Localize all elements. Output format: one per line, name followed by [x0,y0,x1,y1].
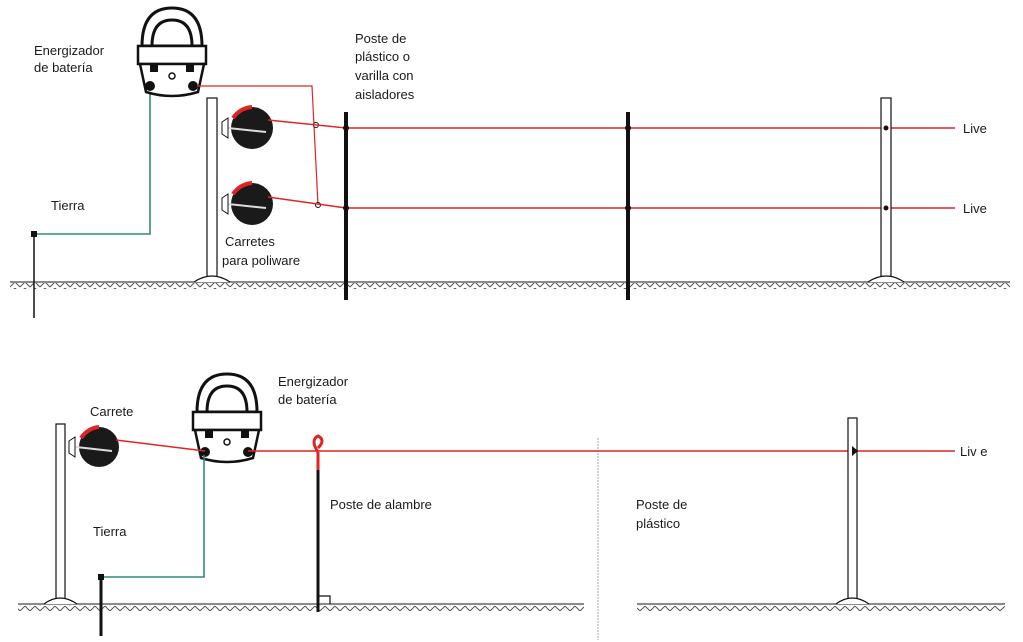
top-post-label-line2: plástico o [355,49,410,64]
bottom-plastic-post-label-line2: plástico [636,516,680,531]
top-lead-wire [197,85,319,206]
bottom-reel-label: Carrete [90,404,133,419]
bottom-wire-post-label: Poste de alambre [330,497,432,512]
bottom-energizer-label-line2: de batería [278,392,337,407]
bottom-earth-spike [98,574,104,636]
top-end-post [867,97,905,283]
top-live-wires [267,119,955,209]
bottom-earth-wire [104,455,205,578]
bottom-end-post [835,417,870,605]
bottom-ground [18,603,1005,611]
top-earth-wire [37,85,151,235]
top-diagram: Energizador de batería Poste de plástico… [10,6,1010,318]
top-energizer-icon [136,6,208,98]
top-rod-post-2 [625,112,631,300]
top-rod-post-1 [343,112,349,300]
top-post-label-line3: varilla con [355,68,414,83]
top-live-label-lower: Live [963,201,987,216]
bottom-live-wire [115,439,955,452]
bottom-reel [68,425,119,467]
bottom-energizer-label-line1: Energizador [278,374,349,389]
top-live-label-upper: Live [963,121,987,136]
top-reel-lower [221,181,273,225]
bottom-plastic-post-label-line1: Poste de [636,497,687,512]
top-earth-label: Tierra [51,198,85,213]
bottom-diagram: Carrete Energizador de batería Tierra Po… [18,372,1005,640]
top-earth-spike [31,231,37,318]
top-ground [10,281,1010,289]
top-energizer-label-line1: Energizador [34,43,105,58]
top-reel-upper [221,105,273,149]
bottom-start-post [43,423,78,605]
top-post-label-line1: Poste de [355,31,406,46]
bottom-energizer-icon [191,372,263,464]
top-energizer-label-line2: de batería [34,60,93,75]
bottom-wire-post [312,434,331,612]
bottom-earth-label: Tierra [93,524,127,539]
top-post-label-line4: aisladores [355,87,415,102]
bottom-live-label: Liv e [960,444,987,459]
top-reels-label-line1: Carretes [225,234,275,249]
top-reels-label-line2: para poliware [222,253,300,268]
top-start-post [193,97,231,283]
